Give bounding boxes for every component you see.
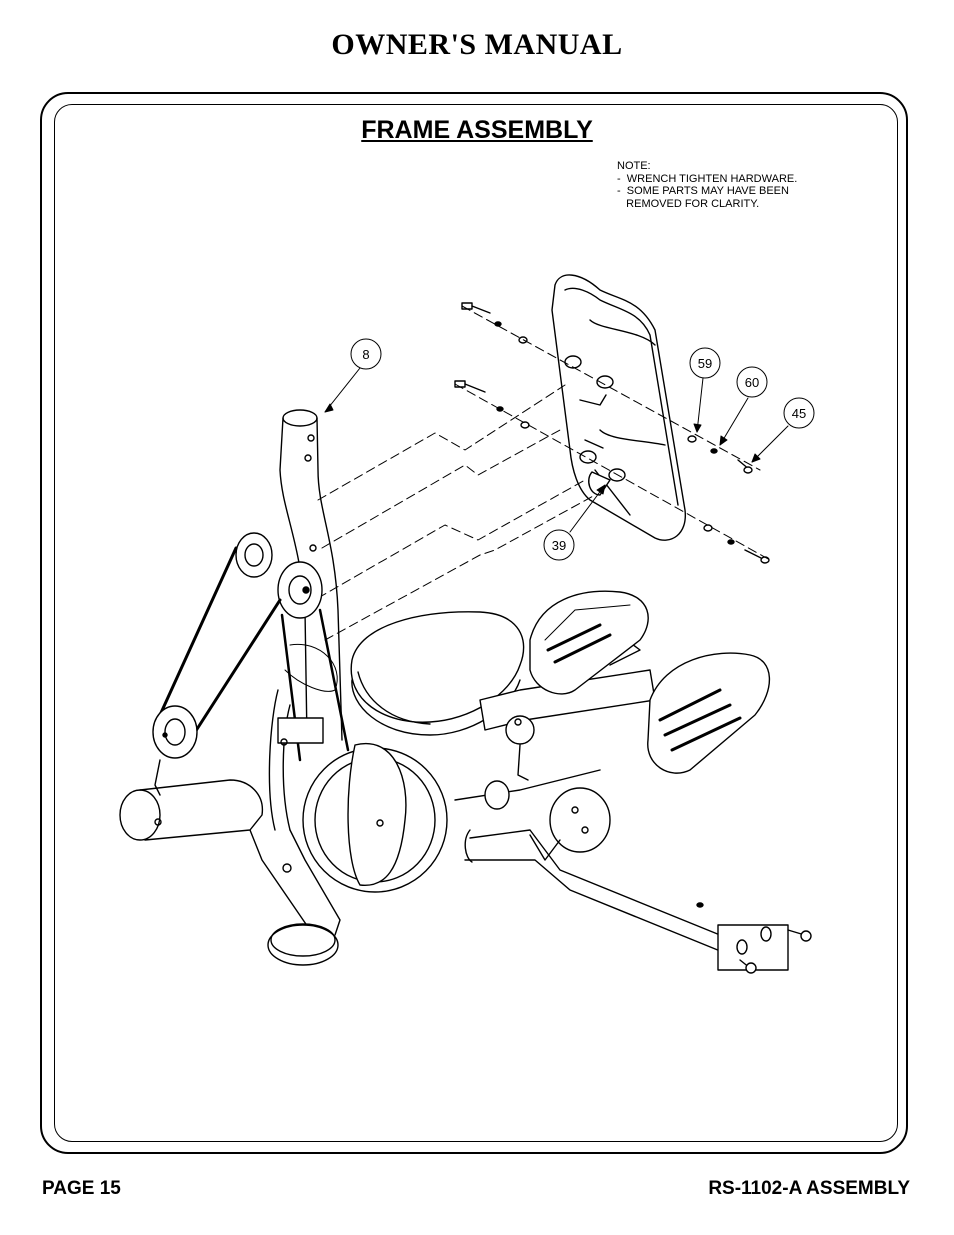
seat-cushion <box>350 611 525 736</box>
callout-label: 39 <box>552 538 566 553</box>
page-frame-inner <box>54 104 898 1142</box>
pedal-assembly <box>479 590 771 781</box>
pulley-assembly <box>152 532 350 796</box>
callout-balloon: 8 <box>350 338 382 370</box>
note-line: - SOME PARTS MAY HAVE BEEN <box>617 185 789 197</box>
note-heading: NOTE: <box>617 160 651 172</box>
page-frame-outer <box>40 92 908 1154</box>
callout-balloon: 59 <box>689 347 721 379</box>
flywheel-shroud <box>268 689 448 893</box>
callout-label: 8 <box>362 347 369 362</box>
front-leg <box>119 779 341 966</box>
assembly-note: NOTE: - WRENCH TIGHTEN HARDWARE. - SOME … <box>617 160 797 210</box>
seat-back-pad <box>551 274 686 541</box>
main-frame-beam <box>454 769 812 974</box>
callout-leaders <box>324 367 789 533</box>
callout-balloon: 39 <box>543 529 575 561</box>
callout-label: 45 <box>792 406 806 421</box>
note-line: - WRENCH TIGHTEN HARDWARE. <box>617 172 798 185</box>
callout-label: 59 <box>698 356 712 371</box>
assembly-guide-lines <box>317 305 771 641</box>
callout-label: 60 <box>745 375 759 390</box>
callout-balloon: 45 <box>783 397 815 429</box>
page-number: PAGE 15 <box>42 1178 121 1199</box>
manual-title: OWNER'S MANUAL <box>331 28 623 61</box>
callout-balloon: 60 <box>736 366 768 398</box>
document-id: RS-1102-A ASSEMBLY <box>708 1178 910 1199</box>
section-title: FRAME ASSEMBLY <box>361 116 593 144</box>
note-line: REMOVED FOR CLARITY. <box>617 197 760 210</box>
